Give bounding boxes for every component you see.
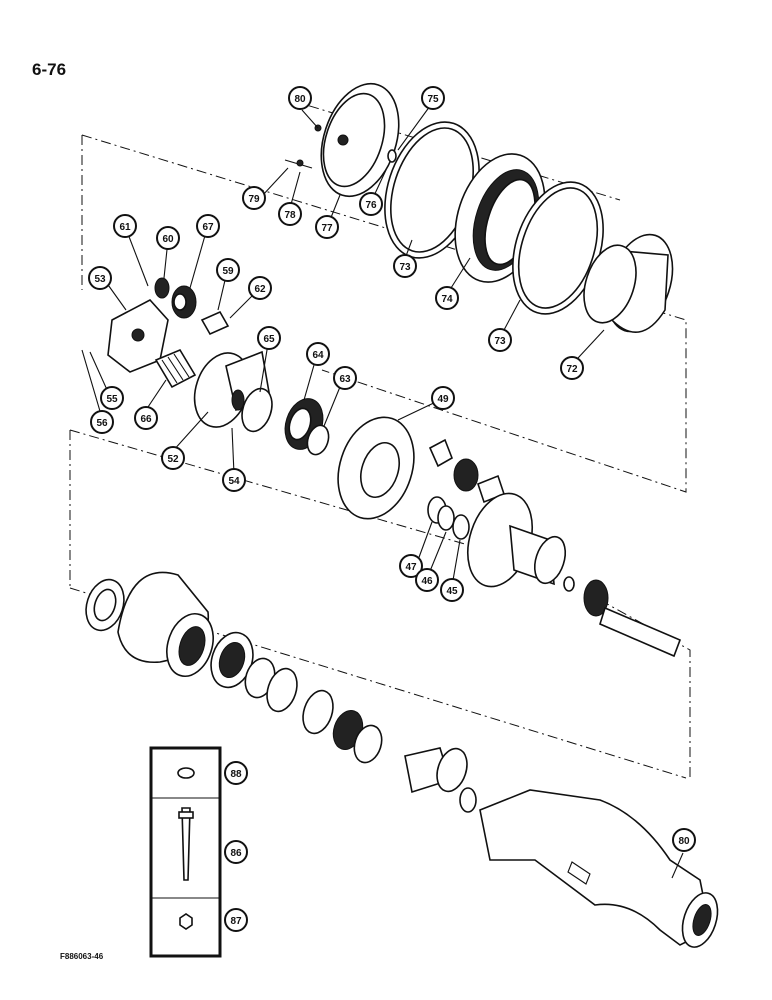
callout-87: 87 [224,908,248,932]
callout-77: 77 [315,215,339,239]
cover-part-77 [284,82,400,198]
svg-text:79: 79 [248,194,260,205]
svg-text:54: 54 [228,476,240,487]
axle-shaft [563,576,682,658]
svg-text:52: 52 [167,454,179,465]
callout-47: 47 [399,554,423,578]
svg-text:56: 56 [96,418,108,429]
callout-72: 72 [560,356,584,380]
callout-63: 63 [333,366,357,390]
callout-80-top: 80 [288,86,312,110]
callout-75: 75 [421,86,445,110]
svg-text:76: 76 [365,200,377,211]
spindle [467,492,567,588]
svg-text:74: 74 [441,294,453,305]
callout-61: 61 [113,214,137,238]
callout-53: 53 [88,266,112,290]
callout-46: 46 [415,568,439,592]
callout-74: 74 [435,286,459,310]
callout-60: 60 [156,226,180,250]
callout-62: 62 [248,276,272,300]
washers-45-47 [427,496,470,540]
svg-text:62: 62 [254,284,266,295]
ring-gear-72 [583,233,674,334]
figure-code: F886063-46 [60,952,104,961]
svg-text:55: 55 [106,394,118,405]
svg-text:64: 64 [312,350,324,361]
pin-59 [200,310,230,336]
svg-text:61: 61 [119,222,131,233]
gear-60 [154,277,170,299]
hardware-legend [149,746,222,958]
svg-text:86: 86 [230,848,242,859]
svg-text:80: 80 [678,836,690,847]
callout-45: 45 [440,578,464,602]
callout-56: 56 [90,410,114,434]
svg-text:47: 47 [405,562,417,573]
bearing-cones [210,631,383,764]
svg-text:63: 63 [339,374,351,385]
callout-55: 55 [100,386,124,410]
callout-78: 78 [278,202,302,226]
inner-spindle [404,747,477,813]
callout-52: 52 [161,446,185,470]
callout-88: 88 [224,761,248,785]
callout-67: 67 [196,214,220,238]
svg-text:77: 77 [321,223,333,234]
callout-73-upper: 73 [393,254,417,278]
svg-text:49: 49 [437,394,449,405]
svg-text:65: 65 [263,334,275,345]
washer-63 [306,424,330,456]
callout-49: 49 [431,386,455,410]
svg-text:59: 59 [222,266,234,277]
callout-54: 54 [222,468,246,492]
gasket-73-lower [512,181,604,315]
hub-52 [193,350,271,428]
svg-text:45: 45 [446,586,458,597]
svg-text:72: 72 [566,364,578,375]
oil-seal [85,578,125,632]
callout-59: 59 [216,258,240,282]
callout-64: 64 [306,342,330,366]
sun-gear-66 [154,348,197,389]
wheel-hub [117,571,214,677]
svg-text:88: 88 [230,769,242,780]
snap-ring-65 [241,387,273,433]
planet-gear-67 [171,285,197,319]
callout-73-lower: 73 [488,328,512,352]
callout-76: 76 [359,192,383,216]
svg-text:73: 73 [399,262,411,273]
carrier-assembly [337,416,505,520]
svg-text:87: 87 [230,916,242,927]
callout-65: 65 [257,326,281,350]
svg-text:75: 75 [427,94,439,105]
svg-text:66: 66 [140,414,152,425]
svg-text:46: 46 [421,576,433,587]
svg-text:53: 53 [94,274,106,285]
callout-79: 79 [242,186,266,210]
axle-housing [479,789,719,948]
svg-text:80: 80 [294,94,306,105]
callout-86: 86 [224,840,248,864]
callout-80-bottom: 80 [672,828,696,852]
page-number: 6-76 [32,60,67,79]
svg-text:67: 67 [202,222,214,233]
svg-text:78: 78 [284,210,296,221]
svg-text:60: 60 [162,234,174,245]
callout-66: 66 [134,406,158,430]
svg-text:73: 73 [494,336,506,347]
